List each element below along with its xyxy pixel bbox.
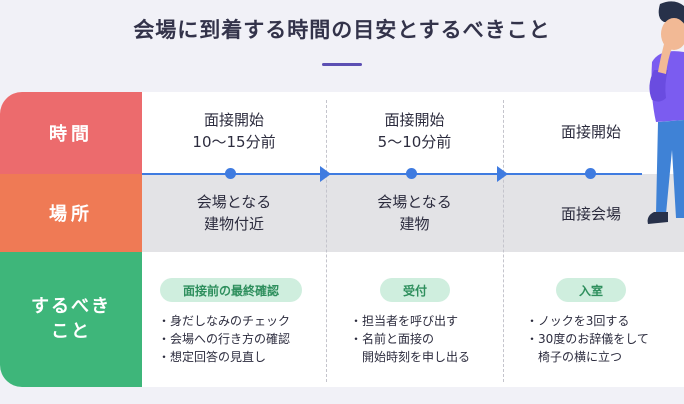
time-cell: 面接開始 5〜10分前 <box>326 110 503 154</box>
timeline-table: 時間 場所 するべき こと 面接開始 10〜15分前 会場となる 建物付近 面接… <box>0 92 684 387</box>
column-divider <box>503 100 504 382</box>
todo-list: ・ノックを3回する ・30度のお辞儀をして 椅子の横に立つ <box>526 312 649 366</box>
list-item: ・30度のお辞儀をして <box>526 332 649 346</box>
time-cell-line2: 5〜10分前 <box>377 132 452 151</box>
title-underline <box>322 63 362 66</box>
list-item: ・ノックを3回する <box>526 314 630 328</box>
time-cell-line1: 面接開始 <box>203 111 264 129</box>
list-item: ・身だしなみのチェック <box>158 314 291 328</box>
list-item: 椅子の横に立つ <box>526 350 623 364</box>
row-label-todo-line2: こと <box>51 320 91 342</box>
step-badge: 入室 <box>556 278 626 302</box>
list-item: ・名前と面接の <box>350 332 435 346</box>
thinking-person-illustration <box>647 1 684 224</box>
column-divider <box>326 100 327 382</box>
place-cell-line1: 会場となる <box>196 193 272 211</box>
list-item: ・会場への行き方の確認 <box>158 332 291 346</box>
row-label-todo: するべき こと <box>0 252 142 387</box>
step-badge: 面接前の最終確認 <box>160 278 302 302</box>
place-row-band <box>142 174 684 252</box>
timeline-arrow-icon <box>497 166 508 182</box>
timeline-dot <box>225 168 236 179</box>
step-badge: 受付 <box>380 278 450 302</box>
list-item: ・想定回答の見直し <box>158 350 267 364</box>
timeline-line <box>142 173 642 175</box>
row-label-time: 時間 <box>0 92 142 174</box>
time-cell: 面接開始 10〜15分前 <box>142 110 326 154</box>
place-cell: 会場となる 建物付近 <box>142 192 326 236</box>
place-cell: 面接会場 <box>503 204 679 226</box>
timeline-arrow-icon <box>320 166 331 182</box>
timeline-dot <box>585 168 596 179</box>
time-cell-line2: 10〜15分前 <box>192 132 276 151</box>
place-cell-line1: 会場となる <box>377 193 452 211</box>
place-cell-line1: 面接会場 <box>560 205 621 223</box>
row-label-todo-line1: するべき <box>31 296 111 318</box>
row-label-place: 場所 <box>0 174 142 252</box>
place-cell-line2: 建物付近 <box>203 214 264 233</box>
timeline-dot <box>406 168 417 179</box>
list-item: ・担当者を呼び出す <box>350 314 459 328</box>
list-item: 開始時刻を申し出る <box>350 350 471 364</box>
place-cell-line2: 建物 <box>399 214 430 233</box>
time-cell-line1: 面接開始 <box>384 111 445 129</box>
todo-list: ・担当者を呼び出す ・名前と面接の 開始時刻を申し出る <box>350 312 470 366</box>
page-title: 会場に到着する時間の目安とするべきこと <box>133 18 551 42</box>
todo-list: ・身だしなみのチェック ・会場への行き方の確認 ・想定回答の見直し <box>158 312 290 366</box>
time-cell-line1: 面接開始 <box>560 123 621 141</box>
time-cell: 面接開始 <box>503 122 679 144</box>
place-cell: 会場となる 建物 <box>326 192 503 236</box>
